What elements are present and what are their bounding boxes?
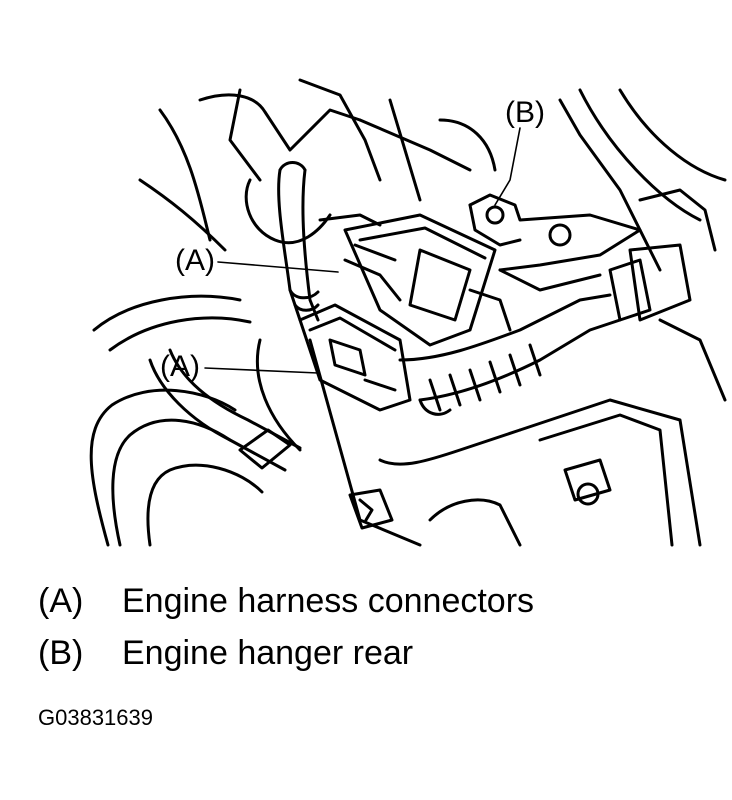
intake-manifold-outline [138, 78, 727, 402]
upper-harness-connector [343, 213, 512, 347]
legend-row-a: (A) Engine harness connectors [38, 584, 718, 636]
lower-harness-connector [298, 303, 412, 412]
legend-key: (A) [38, 582, 84, 620]
callout-a-upper: (A) [175, 244, 215, 277]
engine-harness-illustration: (A) (A) (B) [89, 78, 727, 547]
callout-b: (B) [505, 96, 545, 129]
legend-description: Engine harness connectors [122, 582, 535, 620]
legend-key: (B) [38, 634, 84, 672]
legend-row-b: (B) Engine hanger rear [38, 636, 718, 688]
wiring-harness-left [244, 161, 382, 322]
legend-description: Engine hanger rear [122, 634, 414, 672]
engine-hanger-rear [468, 193, 642, 292]
callout-leaders [204, 127, 521, 374]
callout-a-lower: (A) [160, 350, 200, 383]
main-harness-sheath [398, 293, 622, 416]
engine-block-outline [89, 294, 702, 547]
legend: (A) Engine harness connectors (B) Engine… [38, 584, 718, 688]
figure-id: G03831639 [38, 705, 153, 730]
